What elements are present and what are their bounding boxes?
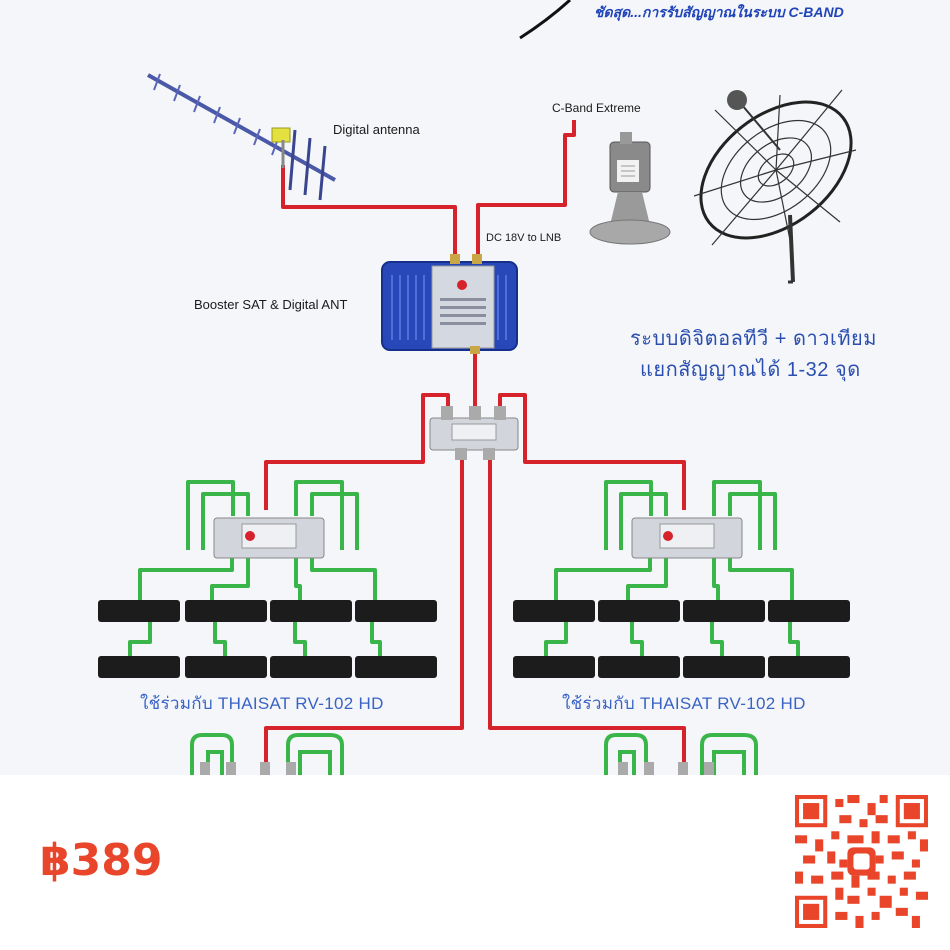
dc-note-label: DC 18V to LNB xyxy=(486,232,562,244)
receiver-icon xyxy=(513,600,595,622)
qr-code-icon[interactable] xyxy=(795,795,928,928)
feature-line-1: ระบบดิจิตอลทีวี + ดาวเทียม xyxy=(630,328,877,350)
brand-swoosh-icon xyxy=(519,0,572,40)
antenna-icon xyxy=(147,73,336,201)
price-label: ฿389 xyxy=(40,835,163,886)
receiver-icon xyxy=(355,600,437,622)
receiver-icon xyxy=(598,656,680,678)
branch-cables-right xyxy=(544,480,800,658)
receiver-icon xyxy=(598,600,680,622)
receiver-icon xyxy=(185,600,267,622)
receiver-icon xyxy=(185,656,267,678)
diagram-canvas xyxy=(98,0,857,775)
booster-icon xyxy=(381,254,518,354)
receiver-icon xyxy=(768,600,850,622)
splitter-left-icon xyxy=(213,517,325,559)
receiver-icon xyxy=(270,600,352,622)
lnb-icon xyxy=(589,132,671,245)
receiver-icon xyxy=(98,600,180,622)
booster-label: Booster SAT & Digital ANT xyxy=(194,297,348,312)
trunk-cables xyxy=(264,120,686,775)
receiver-icon xyxy=(683,656,765,678)
receivers-left xyxy=(98,600,437,678)
branch-cables-left xyxy=(128,480,382,658)
wiring-diagram: ชัดสุด...การรับสัญญาณในระบบ C-BAND Digit… xyxy=(0,0,950,775)
receiver-icon xyxy=(98,656,180,678)
splitter-icon xyxy=(429,406,519,460)
splitter-right-icon xyxy=(631,517,743,559)
receiver-caption-right: ใช้ร่วมกับ THAISAT RV-102 HD xyxy=(562,694,806,713)
lnb-label: C-Band Extreme xyxy=(552,101,641,115)
digital-antenna-label: Digital antenna xyxy=(333,122,420,137)
receiver-icon xyxy=(355,656,437,678)
feature-line-2: แยกสัญญาณได้ 1-32 จุด xyxy=(640,359,861,381)
branch-cables-bottom xyxy=(190,733,758,775)
receiver-icon xyxy=(513,656,595,678)
satellite-dish-icon xyxy=(693,89,857,284)
receiver-icon xyxy=(683,600,765,622)
receiver-caption-left: ใช้ร่วมกับ THAISAT RV-102 HD xyxy=(140,694,384,713)
receivers-right xyxy=(513,600,850,678)
bottom-connectors xyxy=(200,762,714,775)
header-tagline: ชัดสุด...การรับสัญญาณในระบบ C-BAND xyxy=(594,4,844,20)
receiver-icon xyxy=(270,656,352,678)
receiver-icon xyxy=(768,656,850,678)
